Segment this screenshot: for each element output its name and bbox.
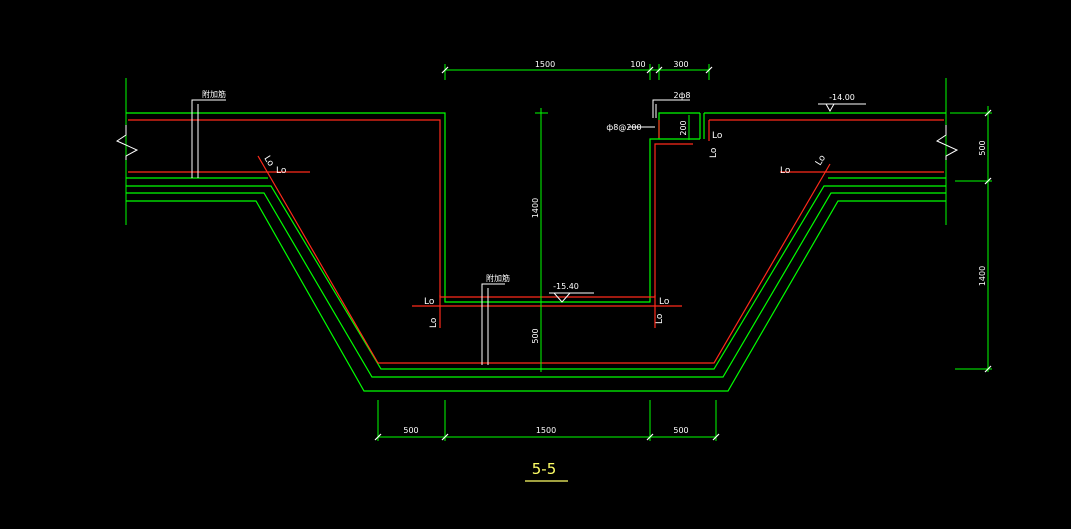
dimension-texts: 1500 100 300 1400 500 500 1500 500 500 1… — [403, 60, 987, 435]
dim-right-500: 500 — [978, 140, 987, 155]
pit-elevation: -15.40 — [553, 282, 579, 291]
dim-slab-lower: 500 — [531, 328, 540, 343]
leader-lines — [191, 99, 866, 365]
dim-bottom-right: 500 — [673, 426, 688, 435]
dim-top-1500: 1500 — [535, 60, 555, 69]
dim-bottom-left: 500 — [403, 426, 418, 435]
bar-2phi: 2ф8 — [673, 91, 690, 100]
rebar-spec: ф8@200 — [606, 123, 641, 132]
lap-pit-left-v: Lo — [429, 317, 439, 328]
lap-right-flat: Lo — [780, 166, 791, 176]
concrete-outline — [125, 78, 947, 392]
dimension-lines — [374, 64, 992, 441]
leader-bottom: 附加筋 — [486, 273, 510, 283]
dim-top-300: 300 — [673, 60, 688, 69]
lap-pit-left-h: Lo — [424, 297, 435, 307]
section-title: 5-5 — [525, 460, 568, 482]
lap-right-slope: Lo — [814, 153, 828, 168]
dim-small-200: 200 — [679, 120, 688, 135]
lap-pit-right-v: Lo — [655, 313, 665, 324]
lap-labels: Lo Lo Lo Lo Lo Lo Lo Lo Lo Lo — [261, 131, 828, 328]
leader-top-left: 附加筋 — [202, 89, 226, 99]
rebar-lines — [128, 119, 944, 364]
annotation-texts: -14.00 -15.40 ф8@200 2ф8 附加筋 附加筋 — [202, 89, 855, 291]
top-elevation: -14.00 — [829, 93, 855, 102]
dim-top-100: 100 — [630, 60, 645, 69]
dim-right-1400: 1400 — [978, 266, 987, 286]
lap-right-riser: Lo — [712, 131, 723, 141]
dim-pit-depth: 1400 — [531, 198, 540, 218]
section-title-text: 5-5 — [532, 460, 557, 478]
lap-left-flat: Lo — [276, 166, 287, 176]
break-lines — [115, 125, 959, 160]
lap-pit-right-h: Lo — [659, 297, 670, 307]
dim-bottom-mid: 1500 — [536, 426, 556, 435]
lap-right-riser-v: Lo — [709, 147, 719, 158]
